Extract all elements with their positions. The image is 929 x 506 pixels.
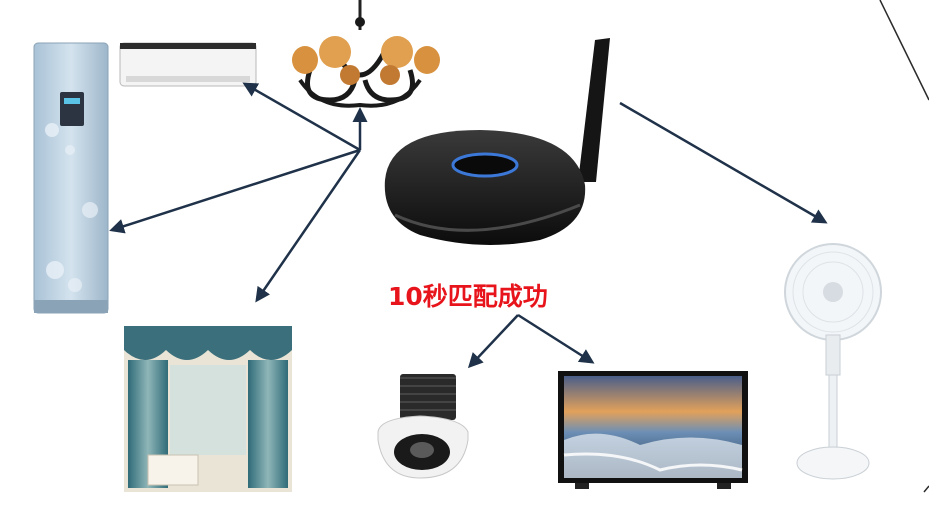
floor-ac-icon [33, 42, 109, 314]
arrow-to-floor-ac [109, 148, 361, 234]
arrow-to-fan [619, 101, 828, 224]
tv-icon [558, 371, 748, 489]
arrow-to-downlight [467, 314, 519, 369]
corner-decoration-line [879, 0, 929, 101]
router-hub-icon [384, 38, 610, 245]
fan-icon [784, 243, 882, 480]
arrow-to-curtains [255, 149, 362, 303]
wall-ac-icon [119, 42, 257, 87]
arrow-to-tv [517, 313, 595, 364]
chandelier-icon [292, 0, 440, 108]
downlight-icon [377, 374, 469, 479]
corner-decoration-mark [923, 485, 929, 493]
connection-arrows [109, 82, 828, 369]
curtain-icon [124, 326, 292, 492]
arrow-to-wall-ac [242, 82, 361, 152]
pairing-caption: 10秒匹配成功 [388, 282, 548, 311]
